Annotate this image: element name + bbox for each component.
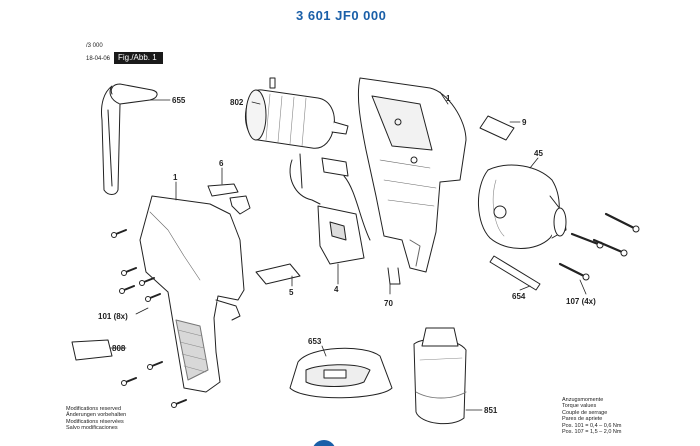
label-plate-9 — [479, 115, 515, 141]
clip-70 — [387, 267, 401, 285]
screws-107 — [558, 212, 640, 281]
torque-line: Pos. 101 = 0,4 – 0,6 Nm — [562, 422, 622, 429]
impact-head-45 — [477, 164, 567, 249]
footer-line: Modifications reserved — [66, 406, 122, 412]
screws-101 — [111, 229, 187, 408]
leader-lines — [109, 91, 587, 411]
switch-4 — [289, 153, 371, 265]
callout-1-upper: 1 — [446, 94, 451, 103]
callout-5: 5 — [289, 288, 294, 297]
part-number: 3 601 JF0 000 — [296, 8, 387, 23]
battery-851 — [413, 327, 467, 425]
callout-655: 655 — [172, 96, 186, 105]
charger-653 — [289, 347, 393, 399]
belt-clip-655 — [101, 83, 158, 195]
footer-line: Modifications réservées — [66, 418, 124, 425]
callout-107: 107 (4x) — [566, 297, 596, 306]
pad-5 — [255, 263, 301, 285]
meta-code: /3 000 — [86, 43, 103, 49]
housing-half-right-1 — [357, 77, 467, 273]
motor-802 — [245, 77, 349, 149]
callout-1-lower: 1 — [173, 173, 178, 182]
switch-part-6 — [207, 183, 251, 215]
callout-4: 4 — [334, 285, 339, 294]
torque-line: Anzugsmomente — [562, 397, 604, 403]
footer-line: Änderungen vorbehalten — [66, 412, 127, 419]
housing-half-left-1 — [139, 195, 245, 393]
callout-654: 654 — [512, 292, 526, 301]
page-marker-icon — [313, 440, 335, 446]
torque-line: Pares de apriete — [562, 416, 603, 423]
label-808 — [71, 339, 113, 361]
callout-45: 45 — [534, 149, 543, 158]
meta-date: 18-04-06 — [86, 56, 111, 62]
callout-6: 6 — [219, 159, 224, 168]
torque-line: Torque values — [562, 403, 597, 410]
bit-654 — [489, 255, 541, 291]
footer-line: Salvo modificaciones — [66, 425, 118, 432]
callout-808: 808 — [112, 344, 126, 353]
torque-line: Couple de serrage — [562, 409, 608, 416]
callout-101: 101 (8x) — [98, 312, 128, 321]
footer-modifications: Modifications reserved Änderungen vorbeh… — [66, 406, 126, 432]
callout-851: 851 — [484, 406, 498, 415]
callout-70: 70 — [384, 299, 393, 308]
torque-line: Pos. 107 = 1,5 – 2,0 Nm — [562, 429, 622, 436]
callout-9: 9 — [522, 118, 527, 127]
torque-values-note: Anzugsmomente Torque values Couple de se… — [562, 397, 621, 435]
callout-802: 802 — [230, 98, 244, 107]
figure-label: Fig./Abb. 1 — [114, 52, 163, 64]
callout-653: 653 — [308, 337, 322, 346]
